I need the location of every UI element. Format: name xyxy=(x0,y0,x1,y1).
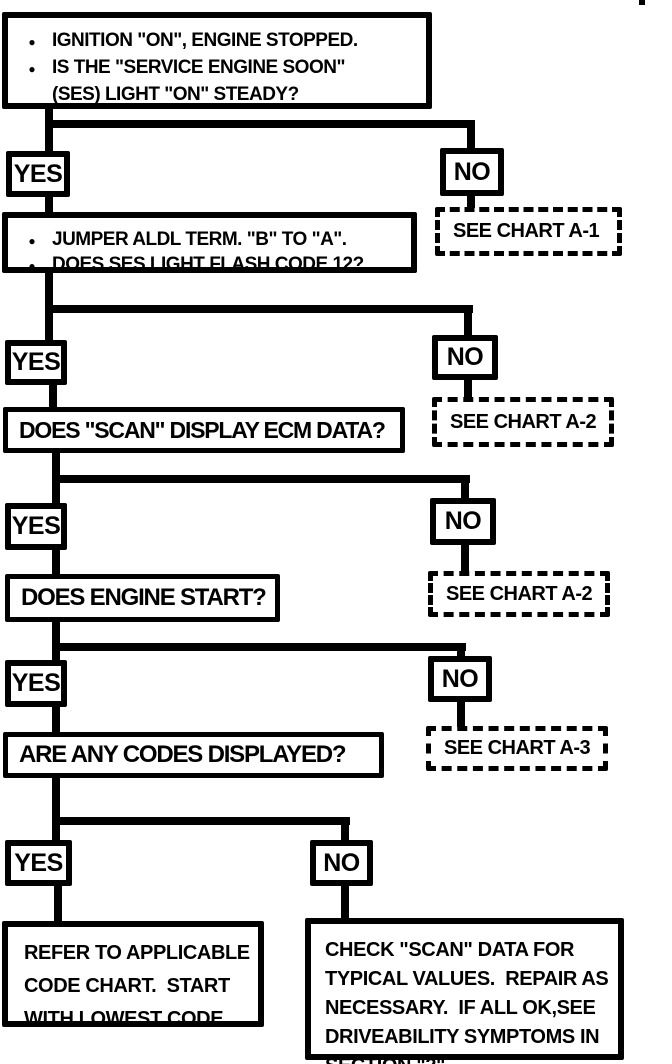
flowchart-line: ● IGNITION "ON", ENGINE STOPPED. xyxy=(22,28,422,55)
start-node: ● IGNITION "ON", ENGINE STOPPED. ● IS TH… xyxy=(2,12,432,109)
see-chart-a1-node: SEE CHART A-1 xyxy=(435,207,622,256)
final-yes-line: REFER TO APPLICABLE xyxy=(24,942,250,964)
connector xyxy=(52,776,60,841)
no-node-2: NO xyxy=(432,335,498,380)
no-node-1: NO xyxy=(440,148,504,196)
connector xyxy=(464,378,472,398)
yes-node-5: YES xyxy=(5,840,72,886)
question-node-4: DOES ENGINE START? xyxy=(5,574,280,622)
connector xyxy=(52,817,350,825)
final-yes-line: WITH LOWEST CODE. xyxy=(24,1008,229,1030)
bullet-icon: ● xyxy=(28,259,36,273)
connector xyxy=(45,120,475,128)
flowchart-line-text: (SES) LIGHT "ON" STEADY? xyxy=(52,84,299,105)
no-node-5: NO xyxy=(310,840,373,886)
connector xyxy=(45,305,473,313)
connector xyxy=(45,107,53,152)
flowchart-line-text: IGNITION "ON", ENGINE STOPPED. xyxy=(52,30,358,51)
final-no-line: SECTION "2" . xyxy=(325,1052,616,1064)
connector xyxy=(52,643,466,651)
question-node-2: ● JUMPER ALDL TERM. "B" TO "A". ● DOES S… xyxy=(2,212,417,275)
final-no-line: DRIVEABILITY SYMPTOMS IN xyxy=(325,1026,600,1048)
flowchart-line-text: JUMPER ALDL TERM. "B" TO "A". xyxy=(52,229,347,250)
connector xyxy=(457,700,465,727)
connector xyxy=(461,543,469,572)
flowchart-line: ● IS THE "SERVICE ENGINE SOON" xyxy=(22,55,422,82)
scan-artifact xyxy=(639,0,645,5)
final-no-action-node: CHECK "SCAN" DATA FOR TYPICAL VALUES. RE… xyxy=(305,918,624,1064)
connector xyxy=(341,817,349,841)
no-node-4: NO xyxy=(428,656,492,702)
bullet-icon: ● xyxy=(28,35,36,49)
connector xyxy=(341,884,349,919)
see-chart-a3-node: SEE CHART A-3 xyxy=(426,726,608,771)
yes-node-3: YES xyxy=(5,503,67,550)
final-no-line: NECESSARY. IF ALL OK,SEE xyxy=(325,997,596,1019)
connector xyxy=(49,383,57,408)
connector xyxy=(52,548,60,575)
connector xyxy=(467,120,475,150)
final-yes-action-node: REFER TO APPLICABLE CODE CHART. START WI… xyxy=(2,921,264,1030)
connector xyxy=(464,305,472,336)
bullet-icon: ● xyxy=(28,62,36,76)
connector xyxy=(457,643,465,657)
connector xyxy=(45,195,53,213)
connector xyxy=(54,884,62,922)
final-no-line: CHECK "SCAN" DATA FOR xyxy=(325,939,575,961)
flowchart-line: ● JUMPER ALDL TERM. "B" TO "A". xyxy=(22,228,407,253)
flowchart-line-text: DOES SES LIGHT FLASH CODE 12? xyxy=(52,254,364,275)
connector xyxy=(461,475,469,499)
yes-node-2: YES xyxy=(5,340,67,385)
see-chart-a2-node-second: SEE CHART A-2 xyxy=(428,571,610,617)
final-no-line: TYPICAL VALUES. REPAIR AS xyxy=(325,968,609,990)
final-yes-line: CODE CHART. START xyxy=(24,975,230,997)
bullet-icon: ● xyxy=(28,234,36,248)
question-node-3: DOES "SCAN" DISPLAY ECM DATA? xyxy=(3,407,405,453)
question-node-5: ARE ANY CODES DISPLAYED? xyxy=(3,732,384,778)
connector xyxy=(52,620,60,661)
yes-node-4: YES xyxy=(5,660,67,707)
flowchart-line: ● DOES SES LIGHT FLASH CODE 12? xyxy=(22,253,407,278)
connector xyxy=(52,475,470,483)
yes-node-1: YES xyxy=(6,151,70,197)
connector xyxy=(467,194,475,208)
see-chart-a2-node-first: SEE CHART A-2 xyxy=(432,397,614,447)
connector xyxy=(52,705,60,733)
flowchart-line: (SES) LIGHT "ON" STEADY? xyxy=(22,82,422,107)
flowchart-line-text: IS THE "SERVICE ENGINE SOON" xyxy=(52,57,345,78)
no-node-3: NO xyxy=(430,498,496,545)
